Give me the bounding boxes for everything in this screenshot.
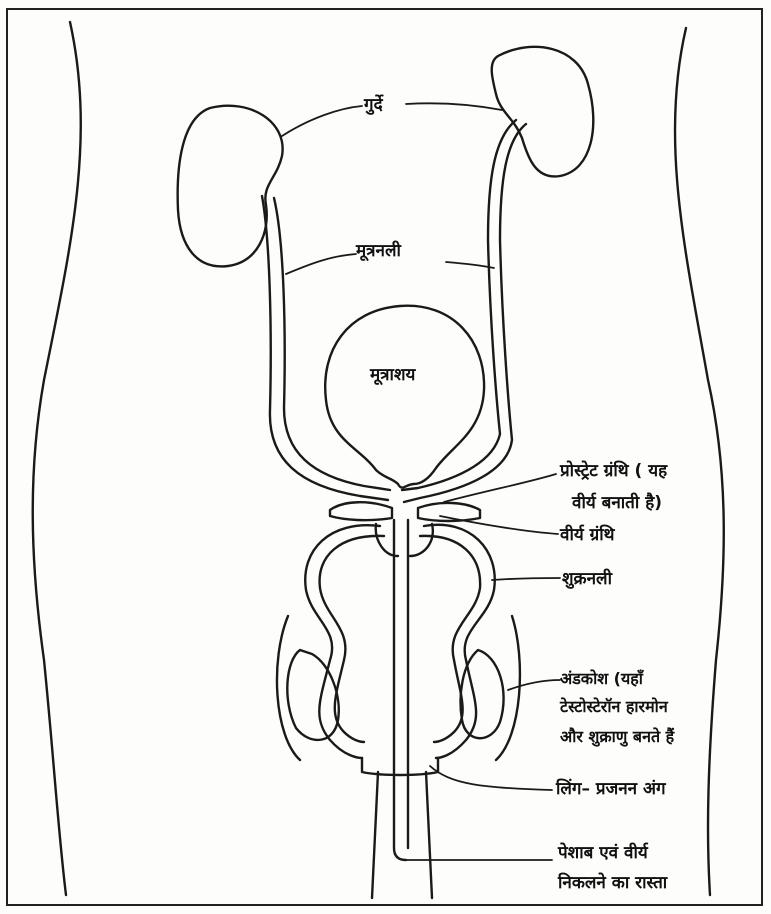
leader-kidneys-right xyxy=(406,103,502,110)
body-outline-right xyxy=(675,28,724,895)
label-urethra-line1: पेशाब एवं वीर्य xyxy=(558,842,648,864)
label-vas-deferens: शुक्रनली xyxy=(562,568,612,590)
ureter-right-outer xyxy=(404,124,526,502)
leader-seminal xyxy=(440,516,558,534)
label-seminal-gland: वीर्य ग्रंथि xyxy=(560,524,615,546)
penis-shaft-left xyxy=(372,772,378,898)
label-ureter: मूत्रनली xyxy=(356,240,401,262)
leader-kidneys-left xyxy=(282,106,362,136)
label-urethra-line2: निकलने का रास्ता xyxy=(558,872,667,894)
label-testes-line3: और शुक्राणु बनते हैं xyxy=(560,726,674,748)
leader-ureter-right xyxy=(446,262,494,268)
prostate-left xyxy=(330,502,392,520)
vas-deferens-left-inner xyxy=(320,536,384,742)
vas-deferens-left-outer xyxy=(305,525,380,758)
penis-shaft-right xyxy=(426,772,432,898)
testis-right xyxy=(461,650,504,738)
label-testes-line1: अंडकोश (यहाँ xyxy=(560,668,643,690)
label-prostate-line1: प्रोस्ट्रेट ग्रंथि ( यह xyxy=(560,460,667,482)
label-testes-line2: टेस्टोस्टेरॉन हारमोन xyxy=(560,696,668,718)
seminal-gland-right xyxy=(410,524,433,556)
label-bladder: मूत्राशय xyxy=(370,364,415,386)
vas-deferens-right-inner xyxy=(420,536,480,742)
scrotum-left xyxy=(277,616,300,760)
testis-left xyxy=(287,650,338,740)
label-kidneys: गुर्दे xyxy=(364,94,383,116)
ureter-right-inner xyxy=(402,120,516,490)
label-prostate-line2: वीर्य बनाती है) xyxy=(572,492,662,514)
label-penis: लिंग– प्रजनन अंग xyxy=(556,778,666,800)
leader-vas xyxy=(492,578,560,580)
leader-testes xyxy=(508,680,560,690)
leader-penis xyxy=(430,766,552,790)
urinary-bladder xyxy=(325,306,484,488)
leader-ureter-left xyxy=(286,254,356,274)
urethra-left xyxy=(394,520,406,860)
body-outline-left xyxy=(33,22,81,895)
